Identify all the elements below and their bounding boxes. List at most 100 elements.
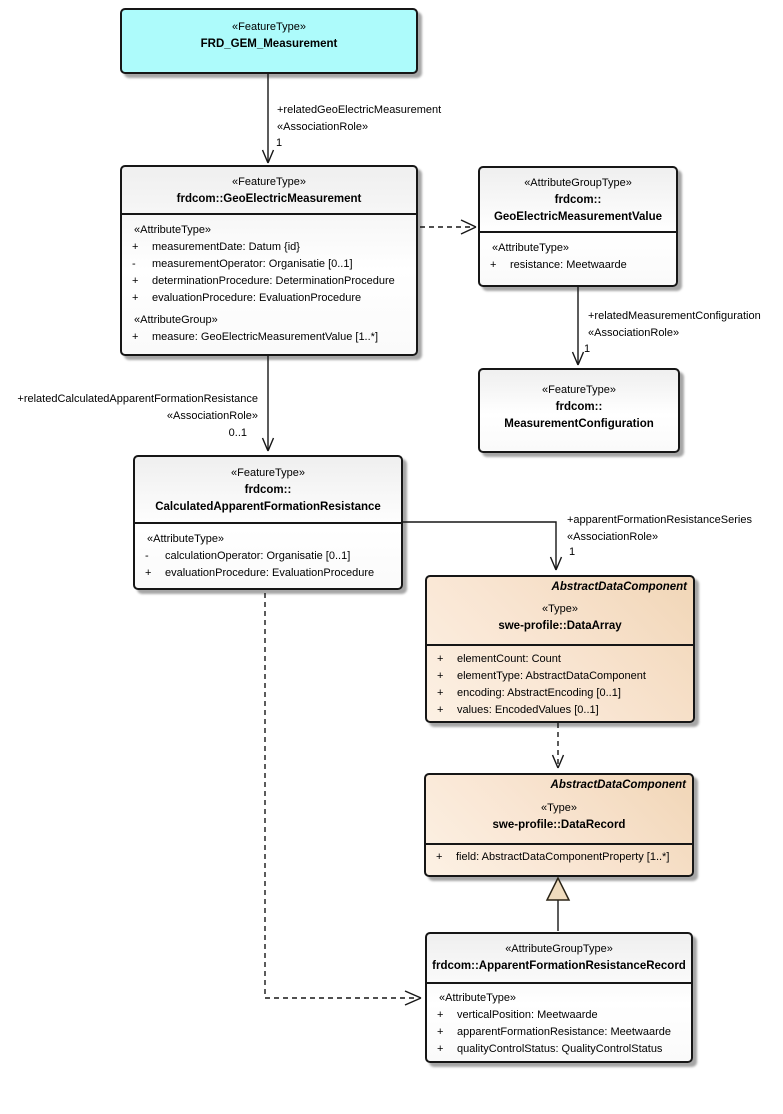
- visibility-sign: +: [437, 1026, 444, 1038]
- association-role-stereotype: «AssociationRole»: [277, 121, 369, 133]
- visibility-sign: +: [437, 1043, 444, 1055]
- visibility-sign: +: [132, 331, 139, 343]
- visibility-sign: +: [132, 241, 139, 253]
- compartment-divider: [427, 644, 693, 646]
- attribute-section-header: «AttributeType»: [134, 224, 212, 236]
- class-name-line1: frdcom::: [244, 484, 292, 496]
- visibility-sign: -: [132, 258, 136, 270]
- association-role-stereotype: «AssociationRole»: [588, 327, 680, 339]
- visibility-sign: +: [132, 292, 139, 304]
- association-role-stereotype: «AssociationRole»: [166, 410, 258, 422]
- association-role-name: +apparentFormationResistanceSeries: [567, 514, 752, 526]
- class-frd-gem-measurement: «FeatureType» FRD_GEM_Measurement: [120, 8, 418, 74]
- attribute-text: measurementDate: Datum {id}: [152, 241, 300, 253]
- attribute-row: + evaluationProcedure: EvaluationProcedur…: [122, 290, 416, 307]
- attribute-row: + measure: GeoElectricMeasurementValue [1…: [122, 329, 416, 346]
- compartment-divider: [122, 213, 416, 215]
- attribute-row: + measurementDate: Datum {id}: [122, 239, 416, 256]
- compartment-divider: [427, 982, 691, 984]
- attribute-text: measurementOperator: Organisatie [0..1]: [152, 258, 353, 270]
- attribute-row: + elementType: AbstractDataComponent: [427, 668, 693, 685]
- stereotype-label: «FeatureType»: [232, 176, 306, 188]
- generalization-afrr-to-data-record: [545, 876, 571, 931]
- visibility-sign: +: [145, 567, 152, 579]
- attribute-text: evaluationProcedure: EvaluationProcedure: [165, 567, 375, 579]
- attribute-text: elementCount: Count: [457, 653, 561, 665]
- class-name: swe-profile::DataArray: [498, 620, 622, 632]
- stereotype-label: «FeatureType»: [542, 384, 616, 396]
- class-name-line1: frdcom::: [554, 194, 602, 206]
- association-related-calculated-apparent-formation-resistance: [261, 356, 275, 452]
- stereotype-label: «AttributeGroupType»: [505, 943, 613, 955]
- attribute-text: elementType: AbstractDataComponent: [457, 670, 646, 682]
- class-swe-data-array: AbstractDataComponent «Type» swe-profile…: [425, 575, 695, 723]
- attribute-row: + values: EncodedValues [0..1]: [427, 702, 693, 719]
- visibility-sign: +: [436, 851, 443, 863]
- attribute-text: evaluationProcedure: EvaluationProcedure: [152, 292, 362, 304]
- class-apparent-formation-resistance-record: «AttributeGroupType» frdcom::ApparentFor…: [425, 932, 693, 1063]
- attribute-row: - calculationOperator: Organisatie [0..1]: [135, 548, 401, 565]
- attribute-section-header: «AttributeType»: [492, 242, 570, 254]
- attribute-text: values: EncodedValues [0..1]: [457, 704, 599, 716]
- attribute-text: resistance: Meetwaarde: [510, 259, 627, 271]
- attribute-row: + field: AbstractDataComponentProperty [1…: [426, 849, 692, 866]
- visibility-sign: +: [437, 704, 444, 716]
- attribute-text: calculationOperator: Organisatie [0..1]: [165, 550, 351, 562]
- attribute-text: determinationProcedure: DeterminationPro…: [152, 275, 395, 287]
- visibility-sign: +: [437, 670, 444, 682]
- dependency-calculated-to-afrr: [264, 593, 422, 1006]
- visibility-sign: +: [437, 687, 444, 699]
- attribute-text: field: AbstractDataComponentProperty [1.…: [456, 851, 670, 863]
- class-name-line2: GeoElectricMeasurementValue: [493, 211, 663, 223]
- class-name: swe-profile::DataRecord: [492, 819, 626, 831]
- visibility-sign: +: [437, 653, 444, 665]
- class-geo-electric-measurement: «FeatureType» frdcom::GeoElectricMeasure…: [120, 165, 418, 356]
- association-apparent-formation-resistance-series: [403, 521, 563, 571]
- visibility-sign: +: [490, 259, 497, 271]
- attribute-row: + determinationProcedure: DeterminationPr…: [122, 273, 416, 290]
- class-swe-data-record: AbstractDataComponent «Type» swe-profile…: [424, 773, 694, 877]
- attribute-text: verticalPosition: Meetwaarde: [457, 1009, 598, 1021]
- compartment-divider: [135, 522, 401, 524]
- association-role-name: +relatedMeasurementConfiguration: [588, 310, 761, 322]
- class-name-line2: MeasurementConfiguration: [504, 418, 654, 430]
- attribute-section-header: «AttributeType»: [439, 992, 517, 1004]
- association-multiplicity: 0..1: [228, 427, 247, 439]
- association-role-name: +relatedGeoElectricMeasurement: [277, 104, 442, 116]
- class-name: frdcom::ApparentFormationResistanceRecor…: [432, 960, 686, 972]
- stereotype-label: «FeatureType»: [231, 467, 305, 479]
- supertype-label: AbstractDataComponent: [551, 581, 687, 593]
- stereotype-label: «Type»: [541, 603, 579, 615]
- compartment-divider: [426, 843, 692, 845]
- association-role-stereotype: «AssociationRole»: [567, 531, 659, 543]
- attribute-section-header: «AttributeGroup»: [134, 314, 218, 326]
- attribute-text: measure: GeoElectricMeasurementValue [1.…: [152, 331, 379, 343]
- attribute-row: - measurementOperator: Organisatie [0..1]: [122, 256, 416, 273]
- visibility-sign: +: [132, 275, 139, 287]
- visibility-sign: -: [145, 550, 149, 562]
- attribute-row: +apparentFormationResistance: Meetwaarde: [427, 1024, 691, 1041]
- class-name-line1: frdcom::: [555, 401, 603, 413]
- class-name: FRD_GEM_Measurement: [200, 38, 338, 50]
- association-related-geo-electric-measurement: [261, 74, 275, 164]
- class-geo-electric-measurement-value: «AttributeGroupType» frdcom:: GeoElectri…: [478, 166, 678, 287]
- attribute-row: + qualityControlStatus: QualityControlSta…: [427, 1041, 691, 1058]
- association-multiplicity: 1: [569, 546, 576, 558]
- association-related-measurement-configuration: [571, 287, 585, 366]
- attribute-row: + encoding: AbstractEncoding [0..1]: [427, 685, 693, 702]
- stereotype-label: «AttributeGroupType»: [524, 177, 632, 189]
- dependency-data-array-to-data-record: [551, 723, 565, 769]
- stereotype-label: «FeatureType»: [232, 21, 306, 33]
- dependency-measure-value: [420, 219, 477, 235]
- attribute-text: qualityControlStatus: QualityControlStat…: [457, 1043, 663, 1055]
- compartment-divider: [480, 231, 676, 233]
- attribute-text: encoding: AbstractEncoding [0..1]: [457, 687, 621, 699]
- class-name-line2: CalculatedApparentFormationResistance: [155, 501, 381, 513]
- attribute-row: + resistance: Meetwaarde: [480, 257, 676, 274]
- class-calculated-apparent-formation-resistance: «FeatureType» frdcom:: CalculatedApparen…: [133, 455, 403, 590]
- supertype-label: AbstractDataComponent: [550, 779, 686, 791]
- association-multiplicity: 1: [584, 343, 591, 355]
- stereotype-label: «Type»: [540, 802, 578, 814]
- attribute-section-header: «AttributeType»: [147, 533, 225, 545]
